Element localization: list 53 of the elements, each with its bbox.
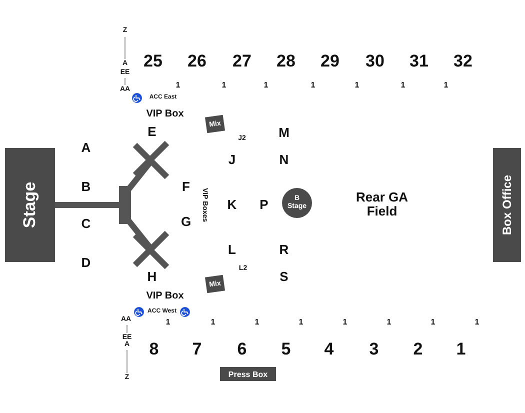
- section-letter: A: [81, 140, 91, 156]
- section-letter: D: [81, 256, 91, 270]
- section-letter: M: [278, 126, 290, 140]
- section-number: 1: [456, 340, 466, 360]
- row-number: 1: [342, 318, 348, 328]
- section-letter: N: [279, 152, 289, 168]
- section-number: 5: [281, 340, 291, 360]
- row-number: 1: [354, 82, 360, 90]
- row-number: 1: [166, 318, 170, 328]
- row-number: 1: [222, 82, 226, 90]
- section-number: 2: [413, 340, 423, 360]
- row-number: 1: [210, 318, 216, 328]
- area-label: Rear GA Field: [354, 190, 410, 220]
- section-number: 25: [144, 52, 162, 72]
- section-letter: L: [228, 242, 236, 258]
- section-number: 30: [366, 52, 384, 72]
- section-letter: B: [81, 180, 91, 194]
- section-number: 7: [192, 340, 202, 360]
- row-number: 1: [176, 82, 180, 90]
- section-number: 31: [410, 52, 428, 72]
- row-number: 1: [444, 82, 448, 90]
- section-letter: H: [147, 270, 157, 284]
- section-number: 28: [276, 52, 296, 72]
- row-number: 1: [474, 318, 480, 328]
- section-letter: C: [81, 216, 91, 232]
- section-number: 27: [232, 52, 252, 72]
- section-number: 3: [369, 340, 379, 360]
- section-number: 32: [454, 52, 472, 72]
- row-number: 1: [400, 82, 406, 90]
- section-number: 6: [237, 340, 247, 360]
- section-letter: R: [279, 242, 289, 258]
- row-number: 1: [310, 82, 316, 90]
- section-letter: S: [280, 270, 288, 284]
- section-number: 4: [324, 340, 334, 360]
- section-label: VIP Box: [146, 108, 184, 120]
- section-number: 8: [149, 340, 159, 360]
- section-letter: F: [182, 180, 190, 194]
- press-box: Press Box: [220, 367, 276, 381]
- section-letter: K: [227, 198, 237, 212]
- section-number: 29: [320, 52, 340, 72]
- section-label: VIP Box: [146, 290, 184, 302]
- section-letter: P: [260, 198, 268, 212]
- box-office-block: Box Office: [493, 148, 521, 262]
- section-number: 26: [188, 52, 206, 72]
- row-number: 1: [254, 318, 260, 328]
- row-number: 1: [298, 318, 304, 328]
- section-letter: G: [180, 214, 192, 230]
- row-number: 1: [386, 318, 392, 328]
- section-letter: E: [148, 124, 156, 140]
- section-letter: J: [228, 152, 236, 168]
- row-number: 1: [264, 82, 268, 90]
- stage-block: Stage: [5, 148, 55, 262]
- row-number: 1: [430, 318, 436, 328]
